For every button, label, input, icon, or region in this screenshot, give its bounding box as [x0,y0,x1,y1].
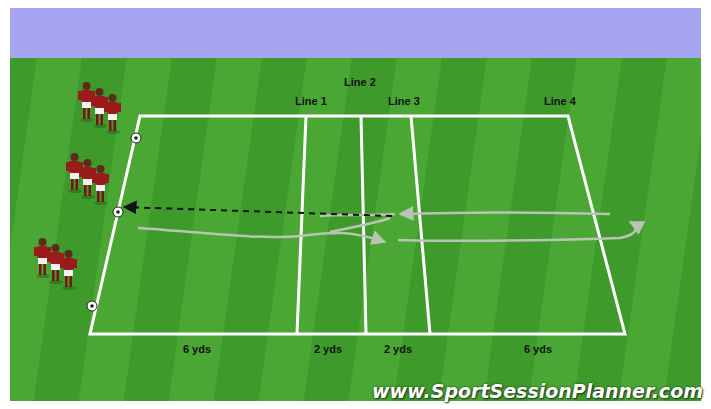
grass [10,58,701,401]
dribble-paths [138,213,636,243]
field-lines [90,116,625,334]
pass-arrow [124,207,392,216]
watermark: www.SportSessionPlanner.com [372,380,703,402]
sky-band [10,8,701,58]
line-label: Line 4 [544,95,576,108]
line-label: Line 1 [295,95,327,108]
dimension-label: 2 yds [314,343,342,356]
dimension-label: 6 yds [524,343,552,356]
players [34,82,141,311]
line-label: Line 3 [388,95,420,108]
dimension-label: 6 yds [183,343,211,356]
line-label: Line 2 [344,76,376,89]
dimension-label: 2 yds [384,343,412,356]
